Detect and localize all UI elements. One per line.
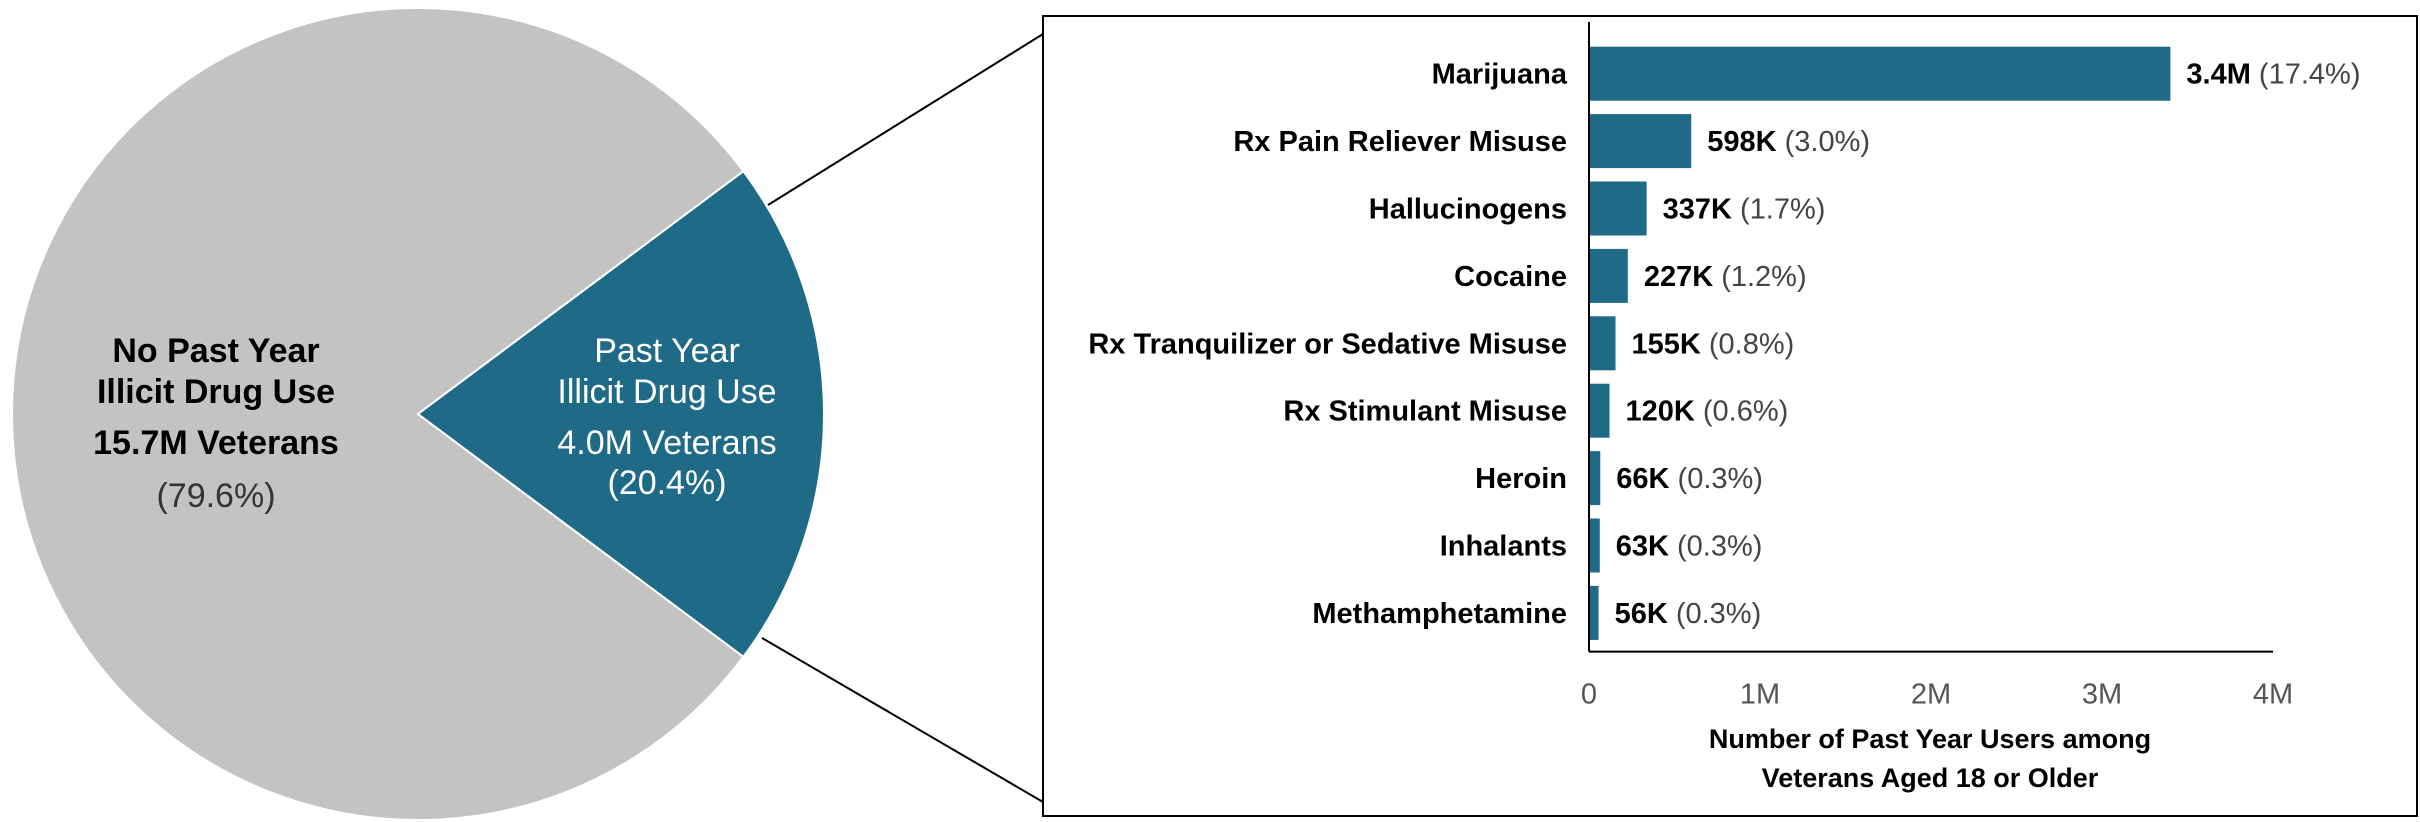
- pie-percent-no-past-year: (79.6%): [156, 477, 275, 515]
- connector-line-bottom: [761, 637, 1044, 803]
- bar: [1589, 248, 1628, 303]
- data-label: 56K (0.3%): [1615, 598, 1762, 630]
- data-label: 598K (3.0%): [1707, 126, 1870, 158]
- data-label-value: 63K: [1616, 531, 1669, 563]
- pie-percent-past-year: (20.4%): [607, 464, 726, 502]
- data-label: 227K (1.2%): [1644, 261, 1807, 293]
- data-label: 63K (0.3%): [1616, 531, 1763, 563]
- data-label-percent: (17.4%): [2251, 59, 2361, 91]
- pie-slice-past-year: [416, 169, 825, 659]
- bar: [1589, 518, 1600, 573]
- data-label-value: 598K: [1707, 126, 1776, 158]
- data-label-percent: (0.3%): [1668, 598, 1761, 630]
- category-label: Hallucinogens: [1369, 194, 1567, 226]
- pie-count-past-year: 4.0M Veterans: [557, 424, 776, 462]
- pie-count-no-past-year: 15.7M Veterans: [93, 424, 339, 462]
- pie-chart: No Past Year Illicit Drug Use 15.7M Vete…: [11, 7, 825, 821]
- x-tick-label: 4M: [2253, 679, 2293, 711]
- bars-layer: Marijuana 3.4M (17.4%) Rx Pain Reliever Mi…: [1088, 46, 2360, 640]
- x-tick-label: 1M: [1740, 679, 1780, 711]
- category-label: Rx Pain Reliever Misuse: [1233, 126, 1567, 158]
- category-label: Rx Tranquilizer or Sedative Misuse: [1088, 328, 1567, 360]
- pie-label-past-year-line1: Past Year: [594, 332, 740, 370]
- data-label-value: 56K: [1615, 598, 1668, 630]
- bar: [1589, 114, 1692, 169]
- data-label-value: 3.4M: [2186, 59, 2250, 91]
- bar: [1589, 46, 2171, 101]
- x-tick-label: 3M: [2082, 679, 2122, 711]
- bar: [1589, 451, 1601, 506]
- pie-label-no-past-year-line2: Illicit Drug Use: [97, 373, 335, 411]
- data-label-percent: (0.8%): [1701, 328, 1794, 360]
- data-label: 120K (0.6%): [1626, 396, 1789, 428]
- data-label-percent: (1.2%): [1713, 261, 1806, 293]
- category-label: Inhalants: [1440, 531, 1567, 563]
- pie-slice-no-past-year: [11, 7, 745, 821]
- category-label: Heroin: [1475, 463, 1567, 495]
- bar: [1589, 316, 1616, 371]
- data-label: 155K (0.8%): [1632, 328, 1795, 360]
- data-label-percent: (1.7%): [1732, 194, 1825, 226]
- data-label: 3.4M (17.4%): [2186, 59, 2360, 91]
- x-axis-title-line2: Veterans Aged 18 or Older: [1762, 763, 2099, 793]
- x-tick-label: 0: [1581, 679, 1597, 711]
- category-label: Marijuana: [1432, 59, 1568, 91]
- category-label: Cocaine: [1454, 261, 1567, 293]
- pie-label-past-year-line2: Illicit Drug Use: [557, 373, 776, 411]
- x-tick-label: 2M: [1911, 679, 1951, 711]
- bar: [1589, 181, 1647, 236]
- x-axis-ticks: 0 1M 2M 3M 4M: [1581, 679, 2293, 711]
- data-label-value: 66K: [1616, 463, 1669, 495]
- category-label: Rx Stimulant Misuse: [1283, 396, 1567, 428]
- category-label: Methamphetamine: [1312, 598, 1567, 630]
- bar: [1589, 585, 1599, 640]
- data-label: 337K (1.7%): [1663, 194, 1826, 226]
- data-label-value: 227K: [1644, 261, 1713, 293]
- bar-chart: Marijuana 3.4M (17.4%) Rx Pain Reliever Mi…: [1088, 22, 2360, 793]
- data-label: 66K (0.3%): [1616, 463, 1763, 495]
- bar: [1589, 383, 1610, 438]
- data-label-percent: (0.3%): [1669, 531, 1762, 563]
- data-label-value: 337K: [1663, 194, 1732, 226]
- data-label-percent: (0.3%): [1669, 463, 1762, 495]
- bar-chart-panel-border: [1042, 15, 2418, 817]
- x-axis-title-line1: Number of Past Year Users among: [1709, 724, 2151, 754]
- data-label-percent: (3.0%): [1777, 126, 1870, 158]
- connector-line-top: [767, 33, 1044, 206]
- data-label-value: 120K: [1626, 396, 1695, 428]
- data-label-value: 155K: [1632, 328, 1701, 360]
- pie-label-no-past-year-line1: No Past Year: [112, 332, 319, 370]
- data-label-percent: (0.6%): [1695, 396, 1788, 428]
